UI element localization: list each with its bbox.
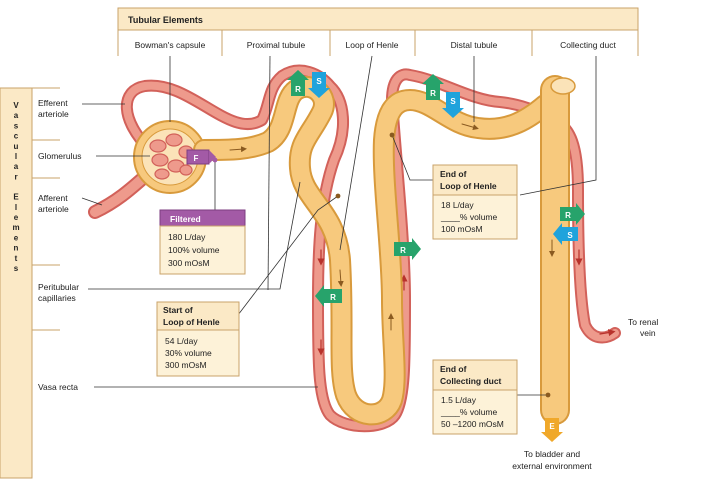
end-loop-box: End of Loop of Henle 18 L/day ____% volu… [432, 164, 518, 240]
label-renal-vein-1: To renal [628, 317, 658, 327]
pointer-lines [81, 55, 597, 396]
filtration-badge: F [186, 149, 216, 165]
side-letter: c [14, 132, 19, 141]
svg-text:S: S [567, 231, 573, 240]
col-proximal-tubule: Proximal tubule [247, 40, 306, 50]
label-peritubular-2: capillaries [38, 293, 76, 303]
label-renal-vein-2: vein [640, 328, 656, 338]
svg-text:R: R [430, 89, 436, 98]
svg-text:R: R [565, 211, 571, 220]
end-loop-title-2: Loop of Henle [440, 181, 497, 191]
svg-text:R: R [295, 85, 301, 94]
left-labels: Efferent arteriole Glomerulus Afferent a… [38, 98, 81, 392]
end-loop-line-2: ____% volume [440, 212, 498, 222]
col-collecting-duct: Collecting duct [560, 40, 616, 50]
svg-text:S: S [450, 97, 456, 106]
svg-text:R: R [330, 293, 336, 302]
side-letter: l [15, 203, 17, 212]
proximal-reabsorption-badge: R [287, 70, 309, 96]
label-bladder-1: To bladder and [524, 449, 581, 459]
svg-text:R: R [400, 246, 406, 255]
end-cd-line-1: 1.5 L/day [441, 395, 477, 405]
distal-secretion-badge: S [442, 92, 464, 118]
side-letter: s [14, 264, 19, 273]
start-loop-box: Start of Loop of Henle 54 L/day 30% volu… [156, 301, 240, 377]
col-loop-of-henle: Loop of Henle [346, 40, 399, 50]
start-loop-title-2: Loop of Henle [163, 317, 220, 327]
excretion-badge: E [541, 418, 563, 442]
svg-text:F: F [194, 154, 199, 163]
label-glomerulus: Glomerulus [38, 151, 81, 161]
side-letter: m [12, 223, 19, 232]
label-efferent-1: Efferent [38, 98, 68, 108]
end-loop-line-1: 18 L/day [441, 200, 474, 210]
label-bladder-2: external environment [512, 461, 592, 471]
filtered-box: Filtered 180 L/day 100% volume 300 mOsM [159, 209, 246, 275]
end-loop-line-3: 100 mOsM [441, 224, 483, 234]
nephron-tubule [193, 75, 576, 426]
label-afferent-1: Afferent [38, 193, 68, 203]
collecting-reabsorption-badge: R [560, 203, 585, 225]
side-letter: t [15, 254, 18, 263]
side-letter: V [13, 101, 19, 110]
filtered-line-2: 100% volume [168, 245, 220, 255]
filtered-line-3: 300 mOsM [168, 258, 210, 268]
distal-reabsorption-badge: R [422, 74, 444, 100]
proximal-secretion-badge: S [308, 72, 330, 98]
start-loop-line-3: 300 mOsM [165, 360, 207, 370]
label-vasa-recta: Vasa recta [38, 382, 78, 392]
label-efferent-2: arteriole [38, 109, 69, 119]
label-afferent-2: arteriole [38, 204, 69, 214]
loop-reabsorption-badge: R [394, 238, 421, 260]
side-letter: a [14, 162, 19, 171]
end-cd-line-2: ____% volume [440, 407, 498, 417]
start-loop-line-2: 30% volume [165, 348, 212, 358]
side-letter: r [14, 172, 17, 181]
side-letter: e [14, 213, 19, 222]
side-letter: s [14, 121, 19, 130]
svg-text:S: S [316, 77, 322, 86]
col-distal-tubule: Distal tubule [451, 40, 498, 50]
side-letter: e [14, 233, 19, 242]
side-letter: E [13, 193, 19, 202]
end-cd-box: End of Collecting duct 1.5 L/day ____% v… [432, 359, 518, 435]
end-cd-title-2: Collecting duct [440, 376, 502, 386]
side-letter: n [14, 244, 19, 253]
side-letter: u [14, 142, 19, 151]
descending-reabsorption-badge: R [315, 285, 342, 307]
label-peritubular-1: Peritubular [38, 282, 79, 292]
end-cd-title-1: End of [440, 364, 467, 374]
end-loop-title-1: End of [440, 169, 467, 179]
tubular-elements-header: Tubular Elements Bowman's capsule Proxim… [117, 7, 639, 56]
col-bowmans-capsule: Bowman's capsule [135, 40, 206, 50]
svg-text:E: E [549, 422, 555, 431]
collecting-secretion-badge: S [553, 223, 578, 245]
filtered-title: Filtered [170, 214, 201, 224]
filtered-line-1: 180 L/day [168, 232, 206, 242]
start-loop-line-1: 54 L/day [165, 336, 198, 346]
side-letter: a [14, 111, 19, 120]
header-title: Tubular Elements [128, 15, 203, 25]
right-labels: To renal vein To bladder and external en… [512, 317, 658, 471]
end-cd-line-3: 50 –1200 mOsM [441, 419, 504, 429]
process-badges: F R S R S R [186, 70, 585, 442]
start-loop-title-1: Start of [163, 305, 193, 315]
side-letter: l [15, 152, 17, 161]
